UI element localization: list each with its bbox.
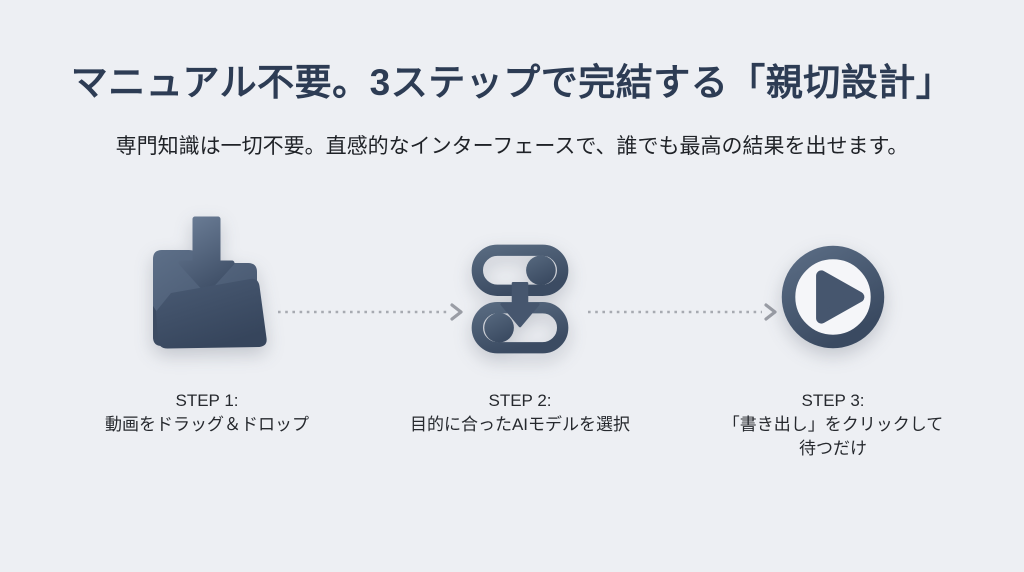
dotted-arrow-icon bbox=[588, 303, 777, 321]
step-description: 動画をドラッグ＆ドロップ bbox=[105, 414, 309, 434]
step-description: 目的に合ったAIモデルを選択 bbox=[409, 414, 631, 434]
step-1: STEP 1: 動画をドラッグ＆ドロップ bbox=[57, 205, 357, 437]
play-icon bbox=[683, 205, 983, 375]
step-label: STEP 3: bbox=[801, 391, 865, 410]
step-2: STEP 2: 目的に合ったAIモデルを選択 bbox=[370, 205, 670, 437]
dotted-arrow-icon bbox=[278, 303, 463, 321]
folder-download-icon bbox=[57, 205, 357, 375]
step-label: STEP 2: bbox=[488, 391, 552, 410]
step-description: 「書き出し」をクリックして 待つだけ bbox=[722, 414, 944, 459]
page-subtitle: 専門知識は一切不要。直感的なインターフェースで、誰でも最高の結果を出せます。 bbox=[115, 135, 909, 158]
toggle-switches-icon bbox=[370, 205, 670, 375]
step-3: STEP 3: 「書き出し」をクリックして 待つだけ bbox=[683, 205, 983, 462]
step-label: STEP 1: bbox=[175, 391, 239, 410]
page-title: マニュアル不要。3ステップで完結する「親切設計」 bbox=[70, 62, 954, 103]
